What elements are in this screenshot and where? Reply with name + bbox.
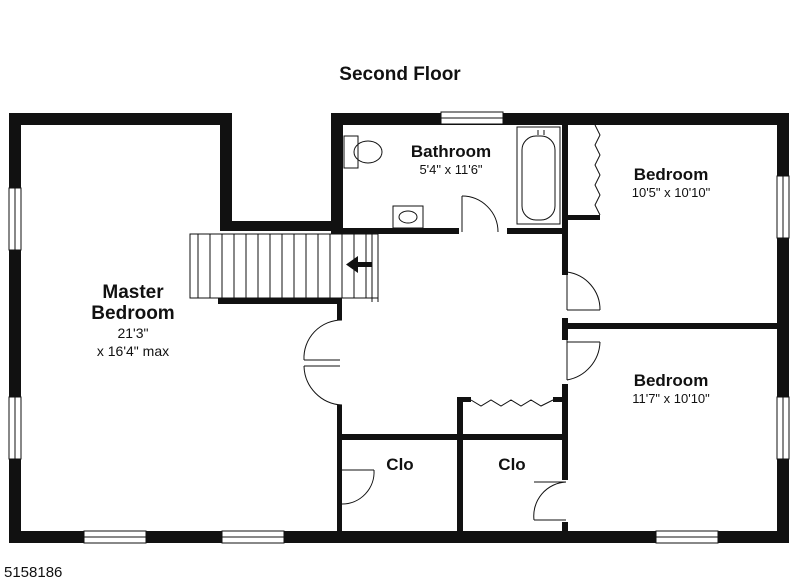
room-name: Master <box>102 282 164 303</box>
room-name: Bathroom <box>411 142 491 161</box>
stair-direction-arrow-icon <box>346 256 372 273</box>
bathtub-icon <box>516 126 561 225</box>
room-dimensions: 11'7" x 10'10" <box>632 391 710 406</box>
listing-id: 5158186 <box>4 564 62 581</box>
windows <box>8 111 790 544</box>
sink-icon <box>392 205 424 229</box>
room-name: Bedroom <box>634 165 709 184</box>
room-bathroom: Bathroom 5'4" x 11'6" <box>411 142 491 177</box>
interior-walls <box>218 125 777 537</box>
room-dimensions: x 16'4" max <box>97 343 169 359</box>
staircase <box>189 233 379 302</box>
floor-title: Second Floor <box>339 64 461 85</box>
room-bedroom-top: Bedroom 10'5" x 10'10" <box>632 165 711 200</box>
closet-right-label: Clo <box>498 455 525 474</box>
room-bedroom-bottom: Bedroom 11'7" x 10'10" <box>632 371 710 406</box>
toilet-icon <box>343 135 383 169</box>
room-dimensions: 5'4" x 11'6" <box>419 162 482 177</box>
room-dimensions: 21'3" <box>117 325 148 341</box>
doors <box>303 124 601 521</box>
closet-left-label: Clo <box>386 455 413 474</box>
room-name: Bedroom <box>634 371 709 390</box>
room-dimensions: 10'5" x 10'10" <box>632 185 711 200</box>
room-name: Bedroom <box>91 303 174 324</box>
room-master-bedroom: Master Bedroom 21'3" x 16'4" max <box>91 282 174 359</box>
